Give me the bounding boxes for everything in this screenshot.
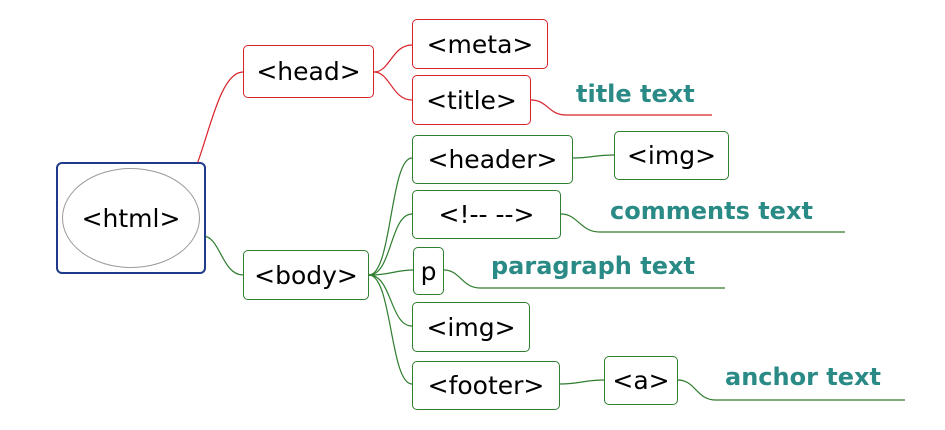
comment-node: <!-- -->	[412, 190, 561, 239]
edge-p-text	[443, 269, 725, 289]
title-label: <title>	[426, 85, 517, 115]
p-node: p	[413, 247, 444, 295]
anchor-label: <a>	[612, 366, 670, 395]
edge-head-title	[373, 71, 413, 101]
title-node: <title>	[412, 75, 531, 125]
body-label: <body>	[254, 260, 358, 290]
body-node: <body>	[243, 250, 369, 300]
img-node: <img>	[412, 302, 530, 352]
comments-text-leaf: comments text	[610, 197, 813, 225]
p-label: p	[420, 256, 437, 286]
header-img-label: <img>	[626, 141, 717, 170]
edge-a-text	[677, 379, 905, 401]
header-img-node: <img>	[614, 131, 729, 180]
edge-body-p	[368, 269, 414, 276]
edge-title-text	[530, 99, 712, 116]
title-text-leaf: title text	[576, 80, 695, 108]
edge-body-img	[368, 274, 413, 327]
head-label: <head>	[256, 57, 361, 86]
paragraph-text-leaf: paragraph text	[491, 252, 695, 280]
html-root-label: <html>	[81, 203, 181, 233]
footer-node: <footer>	[412, 361, 560, 410]
edge-body-comment	[368, 213, 413, 276]
comment-label: <!-- -->	[438, 200, 535, 229]
html-root-node: <html>	[56, 162, 206, 274]
img-label: <img>	[426, 312, 516, 342]
footer-label: <footer>	[427, 371, 545, 400]
edge-comment-text	[560, 213, 845, 233]
edge-body-header	[368, 157, 413, 276]
head-node: <head>	[243, 45, 374, 98]
header-node: <header>	[412, 135, 573, 184]
header-label: <header>	[427, 145, 558, 174]
root-ellipse	[62, 168, 200, 268]
edge-body-footer	[368, 274, 413, 385]
edge-header-img	[572, 154, 615, 159]
meta-node: <meta>	[412, 19, 548, 69]
anchor-text-leaf: anchor text	[725, 363, 881, 391]
edge-footer-a	[559, 379, 605, 385]
edge-html-body	[202, 235, 244, 276]
meta-label: <meta>	[426, 29, 534, 59]
anchor-node: <a>	[604, 356, 678, 405]
edge-head-meta	[373, 44, 413, 73]
